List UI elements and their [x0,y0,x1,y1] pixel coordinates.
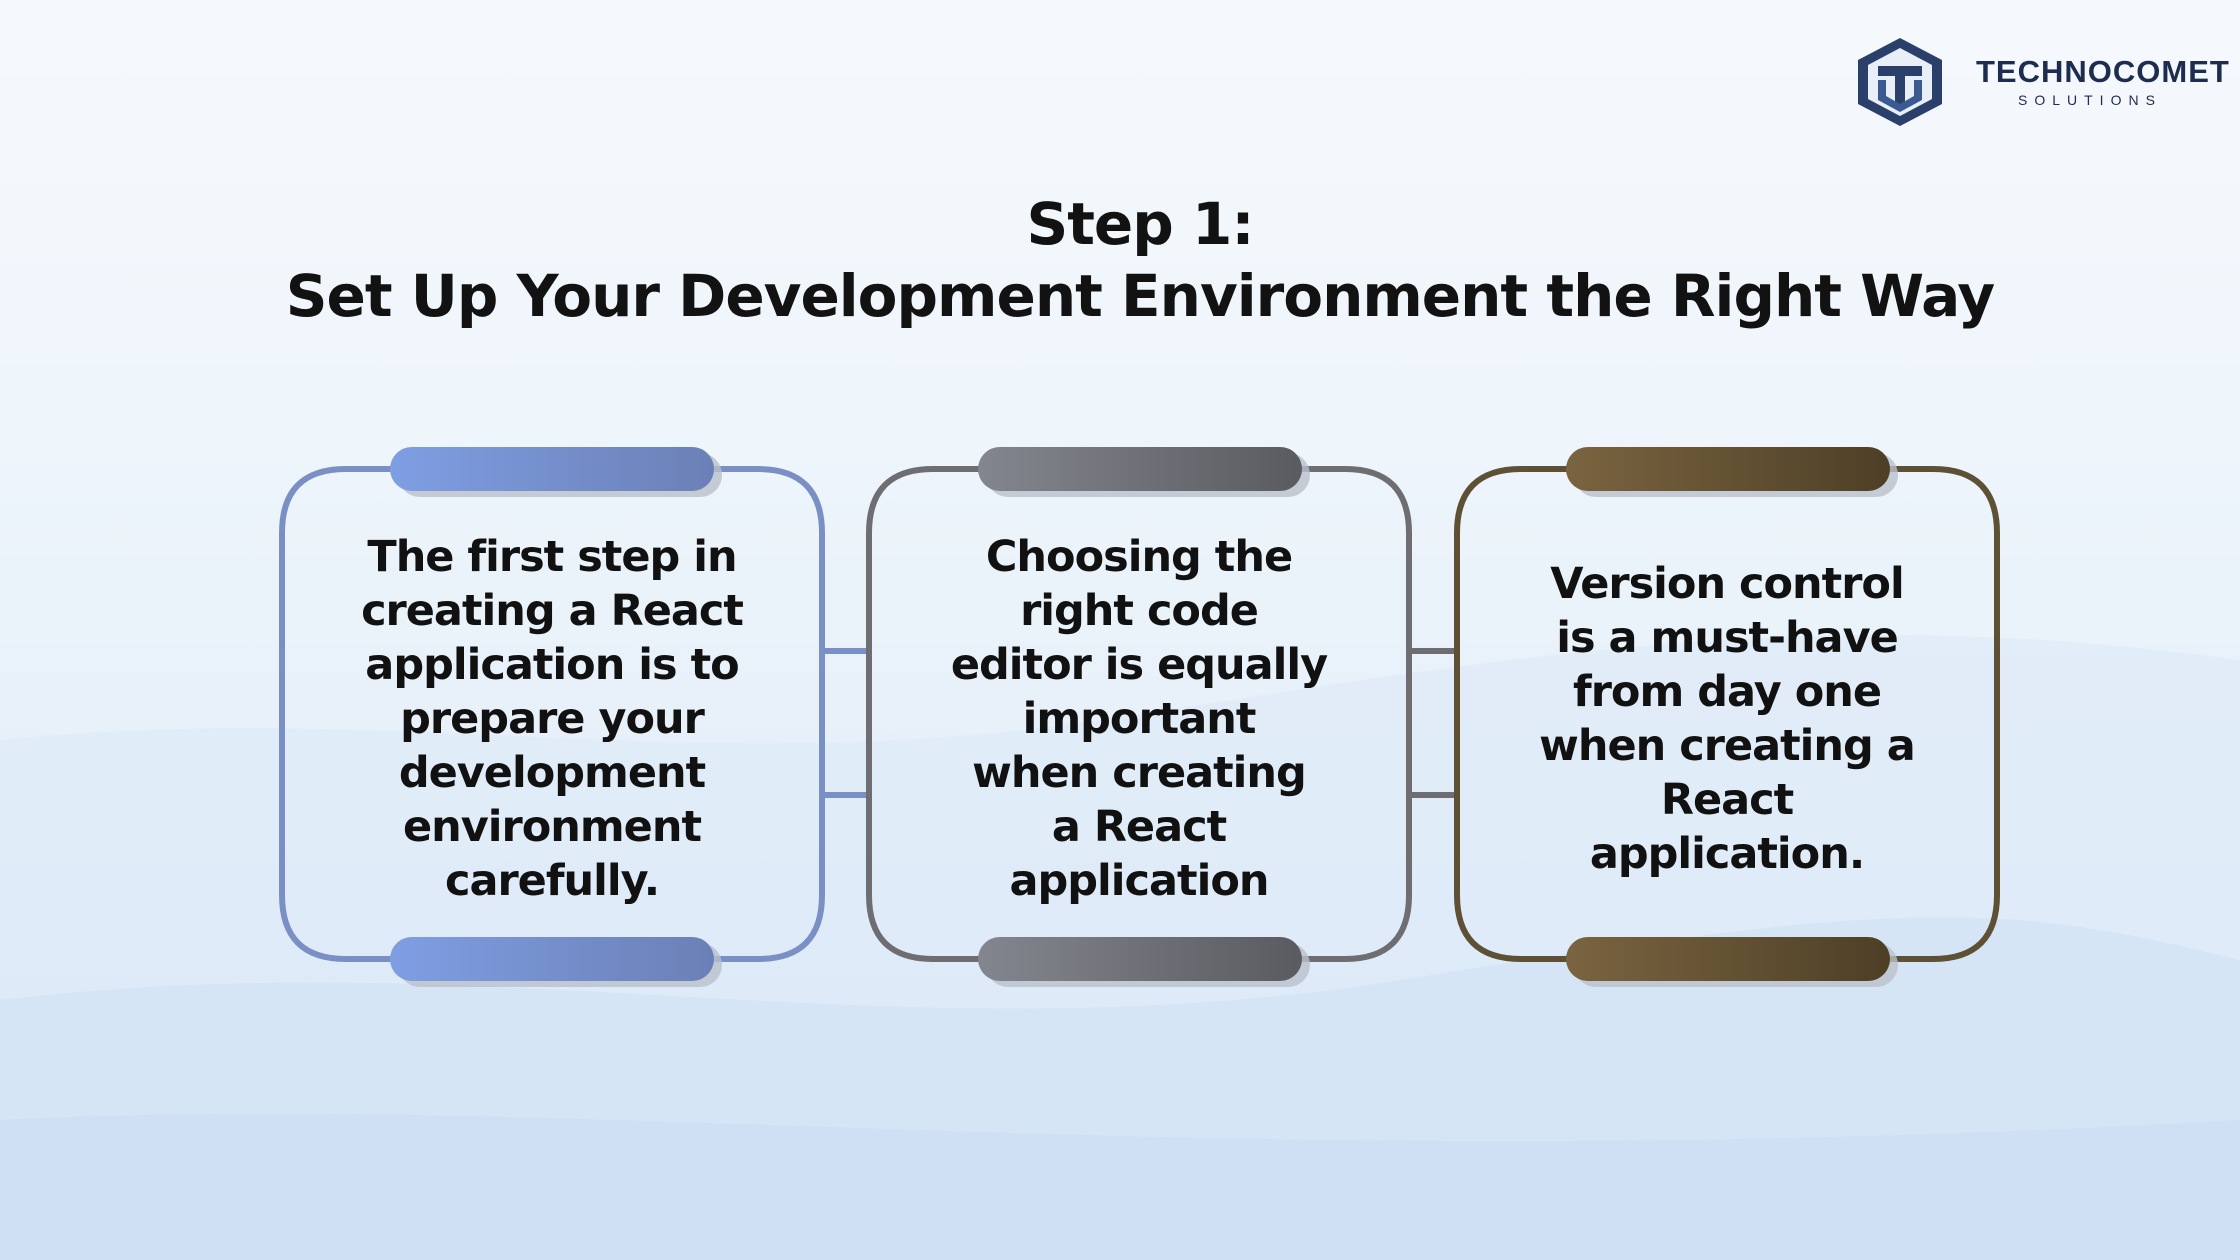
step-1-line: creating a React [361,586,744,636]
step-3-top-pill [1566,447,1890,491]
step-3-line: when creating a [1539,721,1916,771]
step-1-line: application is to [365,640,739,690]
step-3-line: React [1660,775,1794,825]
step-2-line: important [1022,694,1257,744]
step-1-bottom-pill [390,937,714,981]
step-2-line: when creating [972,748,1307,798]
step-3-bottom-pill [1566,937,1890,981]
step-card-frame-1 [279,466,825,962]
page-title: Step 1: Set Up Your Development Environm… [240,188,2040,332]
step-2-line: right code [1020,586,1259,636]
step-2-line: a React [1051,802,1227,852]
technocomet-logo-icon [1858,38,1942,126]
step-2-bottom-pill [978,937,1302,981]
brand-tagline: SOLUTIONS [2018,92,2162,108]
step-1-top-pill [390,447,714,491]
brand-name: TECHNOCOMET [1976,54,2230,89]
step-1-line: carefully. [444,856,660,906]
step-2-top-pill [978,447,1302,491]
step-1-line: The first step in [367,532,737,582]
step-3-line: application. [1589,829,1865,879]
title-line-1: Step 1: [1026,190,1254,258]
step-3-line: is a must-have [1556,613,1899,663]
step-3-line: from day one [1572,667,1882,717]
step-card-frame-2 [866,466,1412,962]
step-2-line: editor is equally [950,640,1328,690]
brand-logo: TECHNOCOMET SOLUTIONS [1852,34,2229,134]
step-2-line: Choosing the [985,532,1293,582]
step-2-line: application [1009,856,1269,906]
step-3-line: Version control [1550,559,1904,609]
step-1-line: development [398,748,706,798]
step-1-line: environment [402,802,702,852]
step-card-frame-3 [1454,466,2000,962]
step-1-line: prepare your [400,694,705,744]
title-line-2: Set Up Your Development Environment the … [285,262,1996,330]
